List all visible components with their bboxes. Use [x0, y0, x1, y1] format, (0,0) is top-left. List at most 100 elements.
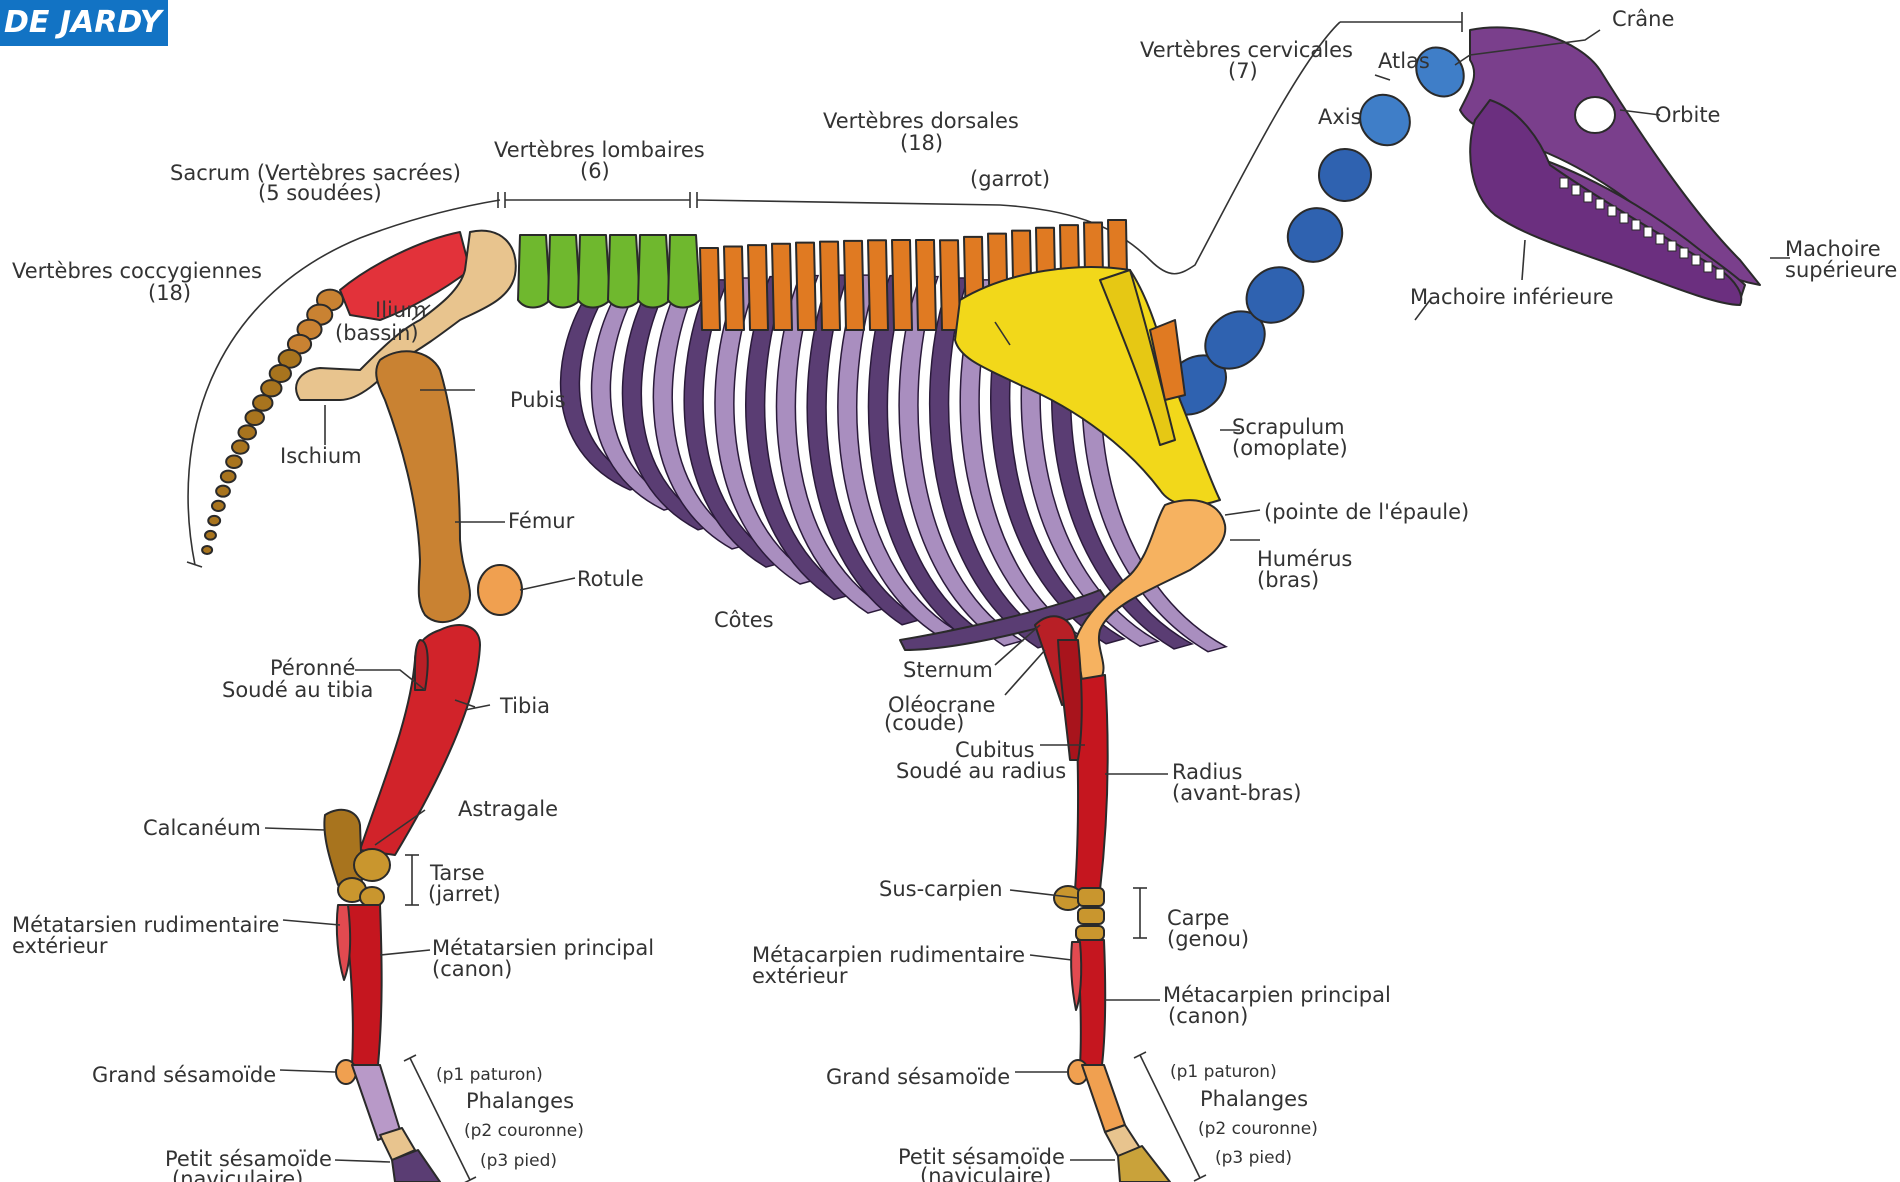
tail-vertebra: [216, 486, 230, 497]
label-metatarsien-rud-2: extérieur: [12, 934, 108, 958]
label-vertebres-coccygiennes-count: (18): [148, 281, 191, 305]
tail-vertebra: [245, 410, 263, 425]
dorsal-vertebra: [724, 247, 744, 330]
tooth: [1656, 234, 1664, 244]
label-phalanges-front: Phalanges: [1200, 1087, 1308, 1111]
tail-vertebra: [221, 471, 236, 483]
orbit-hole: [1575, 97, 1615, 133]
lumbar-vertebra: [638, 235, 670, 308]
label-vertebres-coccygiennes: Vertèbres coccygiennes: [12, 259, 262, 283]
label-rotule: Rotule: [577, 567, 644, 591]
tail-vertebra: [261, 380, 281, 396]
cervical-vertebrae: [1152, 38, 1473, 427]
label-phalanges-hind: Phalanges: [466, 1089, 574, 1113]
tooth: [1560, 178, 1568, 188]
label-sternum: Sternum: [903, 658, 993, 682]
metacarpal-bone: [1078, 940, 1105, 1065]
label-astragale: Astragale: [458, 797, 558, 821]
label-sus-carpien: Sus-carpien: [879, 877, 1003, 901]
label-metatarsien-pr-2: (canon): [432, 957, 512, 981]
dorsal-vertebra: [748, 245, 768, 330]
label-metacarpien-pr-2: (canon): [1168, 1004, 1248, 1028]
label-grand-sesamoide-front: Grand sésamoïde: [826, 1065, 1010, 1089]
cervical-vertebra: [1308, 138, 1381, 211]
label-ilium-2: (bassin): [335, 321, 419, 345]
label-p2-hind: (p2 couronne): [464, 1121, 584, 1141]
lumbar-vertebra: [668, 235, 700, 308]
label-crane: Crâne: [1612, 7, 1674, 31]
label-femur: Fémur: [508, 509, 575, 533]
label-metacarpien-rud-2: extérieur: [752, 964, 848, 988]
label-perone-2: Soudé au tibia: [222, 678, 373, 702]
tail-vertebra: [208, 516, 220, 526]
hind-phalanges-bone: [352, 1065, 400, 1140]
label-scapulum-2: (omoplate): [1232, 436, 1348, 460]
label-atlas: Atlas: [1378, 49, 1430, 73]
brand-logo: DE JARDY: [0, 0, 168, 46]
label-radius-2: (avant-bras): [1172, 781, 1301, 805]
tooth: [1704, 262, 1712, 272]
label-grand-sesamoide-hind: Grand sésamoïde: [92, 1063, 276, 1087]
tail-vertebra: [238, 425, 256, 439]
front-p1-bone: [1082, 1065, 1125, 1132]
tooth: [1680, 248, 1688, 258]
label-p1-front: (p1 paturon): [1170, 1062, 1277, 1082]
tooth: [1596, 199, 1604, 209]
dorsal-vertebra: [916, 240, 936, 330]
label-olecrane-2: (coude): [884, 711, 964, 735]
dorsal-vertebra: [796, 243, 816, 330]
label-perone-1: Péronné: [270, 656, 355, 680]
tooth: [1692, 255, 1700, 265]
tooth: [1668, 241, 1676, 251]
label-vertebres-cervicales-count: (7): [1228, 59, 1258, 83]
lumbar-vertebra: [518, 235, 550, 308]
label-cotes: Côtes: [714, 608, 774, 632]
label-axis: Axis: [1318, 105, 1362, 129]
tail-vertebra: [226, 456, 242, 469]
femur-bone: [376, 351, 470, 622]
label-ischium: Ischium: [280, 444, 362, 468]
patella-bone: [478, 565, 522, 615]
label-p2-front: (p2 couronne): [1198, 1119, 1318, 1139]
lumbar-vertebra: [578, 235, 610, 308]
label-p3-hind: (p3 pied): [480, 1151, 557, 1171]
tail-vertebra: [202, 546, 212, 554]
dorsal-vertebra: [844, 241, 864, 330]
label-carpe-2: (genou): [1167, 927, 1249, 951]
label-machoire-inf: Machoire inférieure: [1410, 285, 1614, 309]
label-machoire-sup-2: supérieure: [1785, 258, 1897, 282]
coccygeal-vertebrae: [202, 290, 343, 554]
cervical-vertebra: [1277, 197, 1353, 273]
label-sacrum-2: (5 soudées): [258, 181, 382, 205]
dorsal-vertebra: [700, 248, 720, 330]
label-petit-sesamoide-hind-2: (naviculaire): [172, 1167, 303, 1182]
dorsal-vertebra: [772, 244, 792, 330]
label-orbite: Orbite: [1655, 103, 1720, 127]
lumbar-vertebrae: [518, 235, 700, 308]
dorsal-vertebra: [892, 240, 912, 330]
tail-vertebra: [205, 531, 216, 540]
lumbar-vertebra: [548, 235, 580, 308]
label-tibia: Tibia: [499, 694, 550, 718]
label-p1-hind: (p1 paturon): [436, 1065, 543, 1085]
tooth: [1608, 206, 1616, 216]
carpal-bones: [1054, 886, 1104, 940]
tooth: [1716, 269, 1724, 279]
label-vertebres-dorsales: Vertèbres dorsales: [823, 109, 1019, 133]
label-vertebres-lombaires-count: (6): [580, 159, 610, 183]
rudimentary-metacarpal-bone: [1071, 942, 1081, 1010]
tooth: [1644, 227, 1652, 237]
dorsal-vertebra: [820, 242, 840, 330]
label-ilium-1: Ilium: [375, 298, 427, 322]
tail-vertebra: [253, 395, 272, 411]
rudimentary-metatarsal-bone: [337, 905, 350, 980]
tooth: [1620, 213, 1628, 223]
tooth: [1572, 185, 1580, 195]
hind-sesamoid-bone: [336, 1060, 356, 1084]
label-humerus-2: (bras): [1257, 568, 1319, 592]
label-tarse-2: (jarret): [428, 882, 501, 906]
label-garrot: (garrot): [970, 167, 1050, 191]
label-pubis: Pubis: [510, 388, 566, 412]
label-cubitus-2: Soudé au radius: [896, 759, 1066, 783]
